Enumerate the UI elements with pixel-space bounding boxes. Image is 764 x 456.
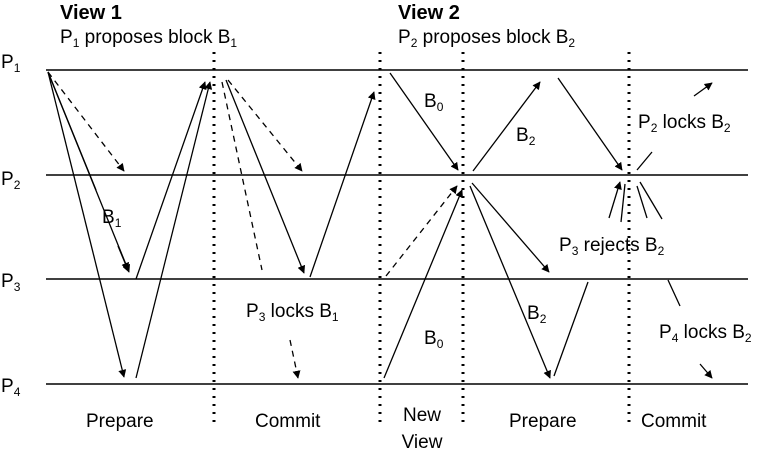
annotation-p3-locks-b1: P3 locks B1: [246, 301, 339, 324]
view2-title: View 2: [398, 2, 460, 24]
msg-p1-to-p3-prepare: [47, 71, 131, 273]
vote-p3-to-p1: [135, 81, 207, 280]
msg-p1-to-p4-prepare: [47, 71, 127, 378]
msg-label-b0-top: B0: [424, 91, 444, 114]
msg-label-b1: B1: [102, 207, 122, 230]
process-label-p3: P3: [1, 271, 21, 294]
msg-p2-to-p4-commit-c: [667, 279, 681, 307]
phase-label-commit-2: Commit: [641, 411, 707, 432]
msg-p1-to-p2-commit: [227, 79, 303, 172]
phase-label-newview-line1: New: [402, 405, 441, 426]
process-label-p2: P2: [1, 169, 21, 192]
msg-p1-to-p4-commit-tail: [289, 339, 301, 379]
msg-p2-to-p1-commit: [636, 151, 653, 171]
msg-p2-to-p4-commit: [636, 185, 648, 219]
vote-p4-to-p2: [553, 281, 589, 377]
msg-p2-to-p3-prepare: [471, 182, 550, 273]
msg-p2-to-p3-commit: [608, 181, 622, 219]
phase-label-prepare-1: Prepare: [86, 411, 154, 432]
annotation-p3-rejects-b2: P3 rejects B2: [559, 235, 665, 258]
msg-p1-to-p4-commit: [221, 81, 263, 271]
vote-p3-to-p1-commit: [309, 91, 376, 278]
msg-label-b2-bottom: B2: [527, 303, 547, 326]
phase-label-newview: New View: [400, 402, 444, 456]
msg-p2-to-p3-commit-b: [620, 183, 626, 223]
msg-p2-to-p1-commit-tail: [693, 82, 713, 97]
msg-label-b0-bottom: B0: [424, 328, 444, 351]
msg-p2-to-p4-commit-b: [639, 181, 663, 220]
phase-label-commit-1: Commit: [255, 411, 321, 432]
b1-pointer-arrow: [117, 245, 129, 271]
newview-p3-to-p2: [385, 185, 458, 277]
msg-p2-to-p1-prepare: [472, 81, 541, 172]
msg-label-b2-top: B2: [516, 125, 536, 148]
annotation-p4-locks-b2: P4 locks B2: [659, 322, 752, 345]
phase-label-newview-line2: View: [401, 432, 443, 453]
newview-p1-to-p2: [389, 72, 459, 171]
msg-p2-to-p4-commit-tail: [699, 363, 713, 379]
process-label-p4: P4: [1, 376, 21, 399]
phase-label-prepare-2: Prepare: [509, 411, 577, 432]
view2-caption: P2 proposes block B2: [398, 27, 576, 50]
vote-p4-to-p1: [135, 81, 213, 379]
view1-title: View 1: [60, 2, 122, 24]
newview-p4-to-p2: [383, 189, 463, 379]
msg-p2-to-p4-prepare: [469, 185, 551, 379]
process-label-p1: P1: [1, 52, 21, 75]
msg-p1-to-p3-commit: [225, 79, 306, 274]
view1-caption: P1 proposes block B1: [60, 27, 238, 50]
annotation-p2-locks-b2: P2 locks B2: [638, 112, 731, 135]
msg-p1-to-p2-prepare: [47, 71, 125, 172]
vote-p1-to-p2: [557, 77, 623, 171]
